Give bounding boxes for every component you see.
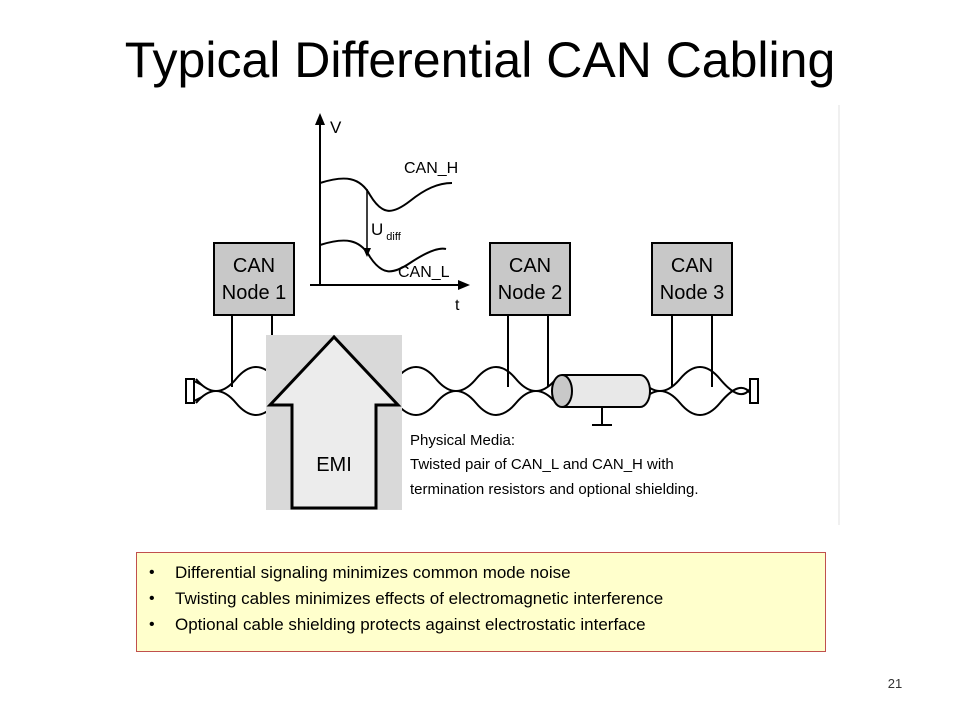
slide-title: Typical Differential CAN Cabling <box>124 32 836 88</box>
node-box <box>213 242 295 316</box>
bullet-text: Twisting cables minimizes effects of ele… <box>175 589 664 608</box>
node-line2: Node 3 <box>660 282 725 304</box>
emi-label: EMI <box>316 454 352 476</box>
u-main: U <box>371 220 383 239</box>
bullet-box: • Differential signaling minimizes common… <box>136 552 826 652</box>
bullet-text: Optional cable shielding protects agains… <box>175 615 646 634</box>
t-axis-arrow <box>458 280 470 290</box>
emi-indicator: EMI <box>266 334 402 510</box>
media-line-3: termination resistors and optional shiel… <box>410 481 699 498</box>
node-line1: CAN <box>233 255 275 277</box>
can-node-3: CAN Node 3 <box>651 242 733 316</box>
can-l-curve <box>319 239 447 273</box>
node-line1: CAN <box>509 255 551 277</box>
v-axis-arrow <box>315 113 325 125</box>
bullet-text: Differential signaling minimizes common … <box>175 563 571 582</box>
node-line1: CAN <box>671 255 713 277</box>
can-node-2: CAN Node 2 <box>489 242 571 316</box>
cable-shield <box>551 374 651 426</box>
node-line2: Node 2 <box>498 282 563 304</box>
termination-left <box>185 378 203 404</box>
u-diff-arrow <box>363 248 371 257</box>
page-number: 21 <box>887 676 903 691</box>
node-box <box>489 242 571 316</box>
emi-arrow <box>266 334 402 510</box>
node-line2: Node 1 <box>222 282 287 304</box>
t-axis-label: t <box>455 297 460 314</box>
u-sub: diff <box>386 231 401 243</box>
can-node-1: CAN Node 1 <box>213 242 295 316</box>
v-axis-label: V <box>330 118 342 137</box>
bullet-item: • Optional cable shielding protects again… <box>147 612 815 638</box>
can-l-label: CAN_L <box>398 264 450 281</box>
physical-media-caption: Physical Media: Twisted pair of CAN_L an… <box>410 432 699 498</box>
bullet-item: • Twisting cables minimizes effects of el… <box>147 586 815 612</box>
node-drop-wires <box>231 315 713 387</box>
bullet-dot-icon: • <box>149 590 155 607</box>
can-h-label: CAN_H <box>404 160 458 177</box>
bullet-item: • Differential signaling minimizes common… <box>147 560 815 586</box>
media-line-1: Physical Media: <box>410 432 515 449</box>
media-line-2: Twisted pair of CAN_L and CAN_H with <box>410 456 674 473</box>
termination-right <box>749 378 759 404</box>
bullet-dot-icon: • <box>149 564 155 581</box>
bullet-dot-icon: • <box>149 616 155 633</box>
node-box <box>651 242 733 316</box>
can-h-curve <box>319 177 453 212</box>
bullet-list: • Differential signaling minimizes common… <box>147 560 815 638</box>
